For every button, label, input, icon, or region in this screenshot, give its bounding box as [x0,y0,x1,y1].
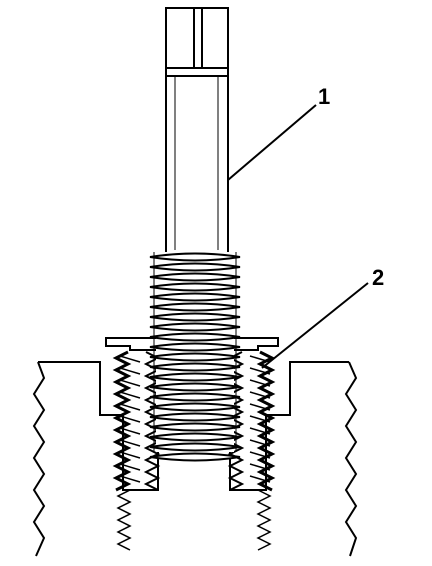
insert-left-hatch [119,391,141,399]
base-left-threads [116,489,132,551]
base-left-zigzag [116,489,132,551]
insert-right-hatch [249,451,271,459]
shaft-thread-ridge [149,302,241,312]
shaft-thread-ridge [149,332,241,342]
callout-leaders [227,104,369,369]
insert-right-hatch [249,379,271,387]
tool-shaft [165,7,229,259]
insert-left-inner-zigzag [143,351,161,491]
base-right-zigzag [256,489,272,551]
insert-right-hatch [249,355,271,363]
insert-right-hatch [249,391,271,399]
shaft-thread-ridge [149,372,241,382]
shaft-thread-ridge [149,442,241,452]
insert-right-hatch [249,439,271,447]
right-base-block [229,361,358,557]
shaft-thread-ridge [149,342,241,352]
shaft-thread-ridge [149,262,241,272]
shaft-thread-ridge [149,362,241,372]
insert-right-hatch [249,463,271,471]
shaft-thread-ridge [149,382,241,392]
insert-left-hatch [119,451,141,459]
insert-right-hatch [249,415,271,423]
leader-line-2 [261,282,369,369]
insert-right-hatch [249,367,271,375]
shaft-thread-ridge [149,422,241,432]
shaft-thread-ridge [149,292,241,302]
insert-left-hatch [119,415,141,423]
shaft-thread-ridge [149,272,241,282]
callout-1-label: 1 [318,84,330,109]
shaft-thread-ridge [149,322,241,332]
insert-left-hatch [119,427,141,435]
shaft-thread-ridge [149,282,241,292]
insert-left-outer-zigzag [112,350,132,492]
insert-left-hatch [119,463,141,471]
shaft-thread-ridge [149,402,241,412]
shaft-thread-ridge [149,412,241,422]
insert-right-hatch [249,427,271,435]
insert-left-hatch [119,475,141,483]
shaft-thread-body [156,252,234,452]
insert-right-hatch [249,403,271,411]
insert-left-threads [112,350,161,492]
insert-left-hatch [119,355,141,363]
insert-left-hatch [119,379,141,387]
insert-left-hatch [119,439,141,447]
shaft-threads [149,252,241,462]
base-right-threads [256,489,272,551]
shaft-thread-ridge [149,352,241,362]
shaft-thread-ridge [149,432,241,442]
shaft-thread-ridge [149,252,241,262]
leader-line-1 [227,104,317,181]
insert-right-hatch [249,475,271,483]
shaft-thread-ridge [149,392,241,402]
left-base-block [32,361,159,557]
callout-2-label: 2 [372,265,384,290]
insert-left-hatch [119,403,141,411]
insert-left-hatch [119,367,141,375]
shaft-thread-ridge [149,452,241,462]
shaft-thread-ridge [149,312,241,322]
